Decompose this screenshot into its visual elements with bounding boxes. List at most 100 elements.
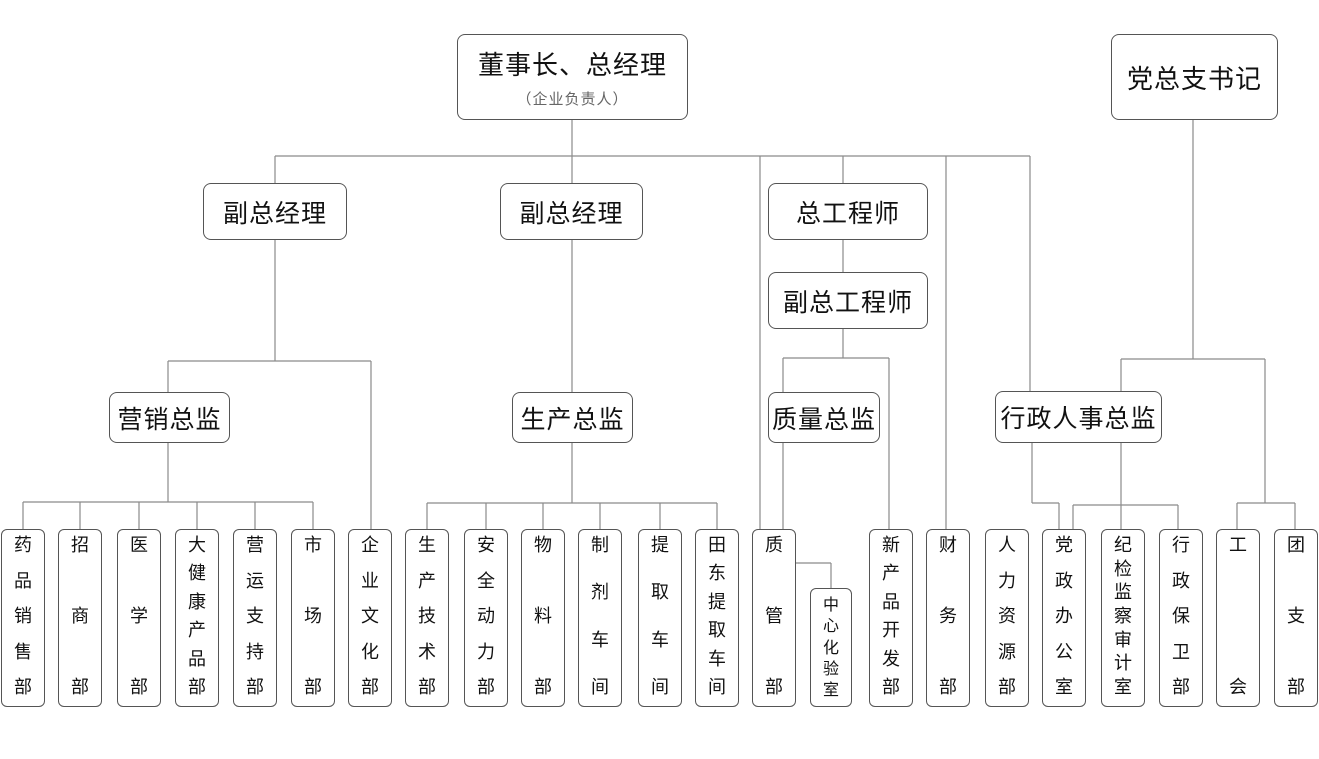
dept-label: 田东提取车间 bbox=[696, 537, 738, 697]
ceo-subtitle: （企业负责人） bbox=[516, 90, 629, 108]
char: 办 bbox=[1055, 606, 1073, 627]
char: 动 bbox=[477, 606, 495, 627]
char: 物 bbox=[534, 535, 552, 556]
dept-box: 财务部 bbox=[926, 529, 970, 707]
char: 产 bbox=[418, 570, 436, 592]
char: 营 bbox=[246, 535, 264, 556]
char: 室 bbox=[1055, 677, 1073, 698]
char: 支 bbox=[1287, 606, 1305, 627]
char: 政 bbox=[1055, 570, 1073, 592]
dept-label: 生产技术部 bbox=[406, 537, 448, 697]
party-secretary-box: 党总支书记 bbox=[1111, 34, 1278, 120]
char: 部 bbox=[882, 676, 900, 698]
char: 新 bbox=[882, 535, 900, 556]
dept-label: 营运支持部 bbox=[234, 537, 276, 697]
dept-label: 新产品开发部 bbox=[870, 537, 912, 697]
char: 业 bbox=[361, 570, 379, 592]
char: 品 bbox=[14, 570, 32, 592]
char: 售 bbox=[14, 641, 32, 663]
dept-label: 安全动力部 bbox=[465, 537, 507, 697]
char: 学 bbox=[130, 606, 148, 627]
dept-label: 市场部 bbox=[292, 537, 334, 697]
dept-box: 制剂车间 bbox=[578, 529, 622, 707]
char: 药 bbox=[14, 535, 32, 556]
dept-label: 质管部 bbox=[753, 537, 795, 697]
char: 室 bbox=[822, 680, 839, 699]
ceo-title: 董事长、总经理 bbox=[477, 51, 667, 81]
char: 部 bbox=[765, 677, 783, 698]
char: 团 bbox=[1287, 535, 1305, 556]
dept-box: 纪检监察审计室 bbox=[1101, 529, 1145, 707]
char: 市 bbox=[304, 535, 322, 556]
char: 支 bbox=[246, 606, 264, 627]
dept-box: 生产技术部 bbox=[405, 529, 449, 707]
dept-label: 大健康产品部 bbox=[176, 537, 218, 697]
char: 化 bbox=[361, 641, 379, 663]
dept-label: 提取车间 bbox=[639, 537, 681, 697]
char: 持 bbox=[246, 641, 264, 663]
char: 料 bbox=[534, 606, 552, 627]
dept-label: 工会 bbox=[1217, 537, 1259, 697]
char: 间 bbox=[591, 676, 609, 698]
char: 监 bbox=[1114, 582, 1132, 604]
char: 工 bbox=[1229, 535, 1247, 556]
marketing-director-box: 营销总监 bbox=[109, 392, 230, 443]
char: 部 bbox=[361, 677, 379, 698]
char: 产 bbox=[882, 563, 900, 585]
quality-director-box: 质量总监 bbox=[768, 392, 880, 443]
char: 部 bbox=[71, 677, 89, 698]
char: 运 bbox=[246, 570, 264, 592]
char: 卫 bbox=[1172, 641, 1190, 663]
dept-box: 市场部 bbox=[291, 529, 335, 707]
char: 部 bbox=[14, 677, 32, 698]
char: 商 bbox=[71, 606, 89, 627]
char: 全 bbox=[477, 570, 495, 592]
char: 财 bbox=[939, 535, 957, 556]
char: 剂 bbox=[591, 582, 609, 604]
char: 源 bbox=[998, 641, 1016, 663]
char: 质 bbox=[765, 535, 783, 556]
dept-box: 营运支持部 bbox=[233, 529, 277, 707]
dept-label: 药品销售部 bbox=[2, 537, 44, 697]
char: 产 bbox=[188, 620, 206, 642]
char: 车 bbox=[651, 629, 669, 651]
char: 人 bbox=[998, 535, 1016, 556]
char: 管 bbox=[765, 606, 783, 627]
dept-label: 物料部 bbox=[522, 537, 564, 697]
dept-box: 田东提取车间 bbox=[695, 529, 739, 707]
char: 审 bbox=[1114, 629, 1132, 651]
char: 力 bbox=[998, 570, 1016, 592]
char: 文 bbox=[361, 606, 379, 627]
dept-box: 大健康产品部 bbox=[175, 529, 219, 707]
char: 公 bbox=[1055, 641, 1073, 663]
char: 取 bbox=[708, 620, 726, 642]
dept-label: 人力资源部 bbox=[986, 537, 1028, 697]
dept-box: 工会 bbox=[1216, 529, 1260, 707]
char: 医 bbox=[130, 535, 148, 556]
char: 技 bbox=[418, 606, 436, 627]
char: 东 bbox=[708, 563, 726, 585]
ceo-box: 董事长、总经理 （企业负责人） bbox=[457, 34, 688, 120]
char: 部 bbox=[998, 677, 1016, 698]
char: 康 bbox=[188, 591, 206, 613]
char: 验 bbox=[822, 658, 839, 678]
char: 间 bbox=[651, 676, 669, 698]
char: 部 bbox=[188, 676, 206, 698]
dept-box: 物料部 bbox=[521, 529, 565, 707]
chief-engineer-box: 总工程师 bbox=[768, 183, 928, 240]
char: 健 bbox=[188, 563, 206, 585]
char: 大 bbox=[188, 535, 206, 556]
deputy-chief-engineer-box: 副总工程师 bbox=[768, 272, 928, 329]
char: 纪 bbox=[1114, 535, 1132, 556]
dept-box: 团支部 bbox=[1274, 529, 1318, 707]
char: 行 bbox=[1172, 535, 1190, 556]
chief-engineer-label: 总工程师 bbox=[795, 198, 900, 228]
vp1-box: 副总经理 bbox=[203, 183, 347, 240]
dept-box: 安全动力部 bbox=[464, 529, 508, 707]
char: 生 bbox=[418, 535, 436, 556]
production-director-label: 生产总监 bbox=[520, 404, 625, 434]
marketing-director-label: 营销总监 bbox=[117, 404, 222, 434]
char: 部 bbox=[304, 677, 322, 698]
char: 部 bbox=[418, 677, 436, 698]
char: 术 bbox=[418, 641, 436, 663]
